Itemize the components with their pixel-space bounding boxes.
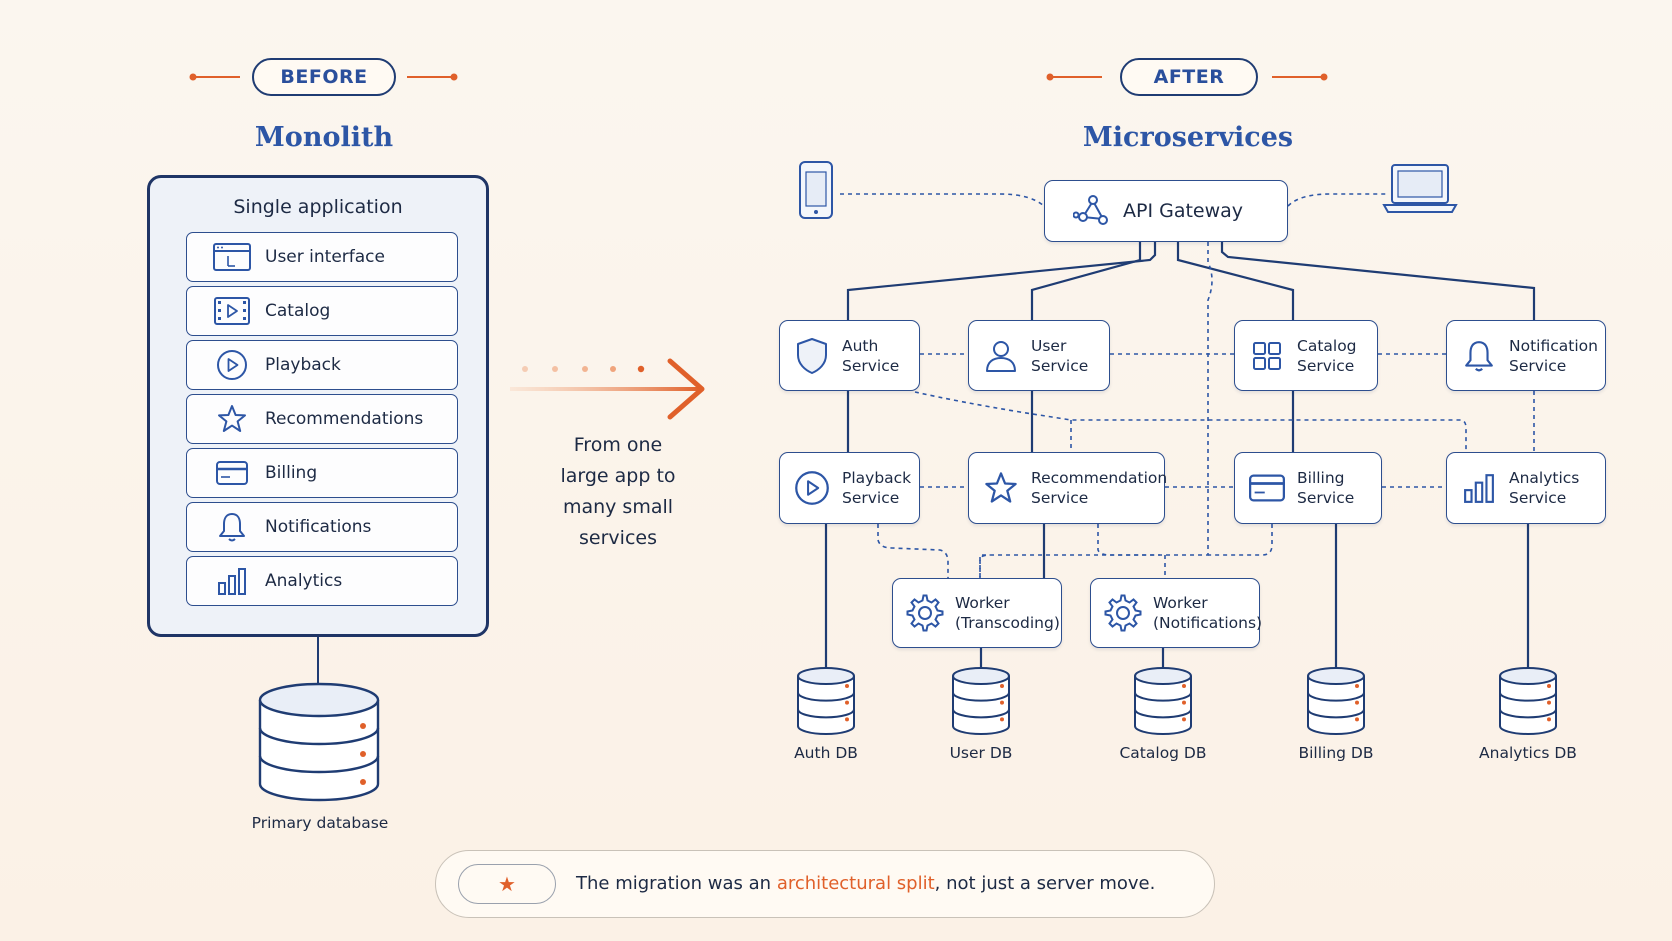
- bell-icon: [213, 512, 251, 542]
- module-billing: Billing: [186, 448, 458, 498]
- analytics-db-label: Analytics DB: [1479, 744, 1577, 762]
- module-user-interface: User interface: [186, 232, 458, 282]
- bell-icon: [1459, 336, 1499, 376]
- billing-db-label: Billing DB: [1298, 744, 1374, 762]
- transition-arrow: [510, 358, 705, 420]
- after-pill-decoration: [1046, 73, 1328, 81]
- gear-icon: [905, 593, 945, 633]
- star-icon: [213, 404, 251, 434]
- module-label: Billing: [265, 463, 318, 483]
- microservices-heading: Microservices: [1082, 122, 1294, 153]
- grid-icon: [1247, 336, 1287, 376]
- worker-transcoding: Worker (Transcoding): [892, 578, 1062, 648]
- billing-db-icon: [1307, 667, 1365, 735]
- transition-text: From one large app to many small service…: [538, 430, 698, 554]
- card-icon: [213, 458, 251, 488]
- window-icon: [213, 242, 251, 272]
- footer-prefix: The migration was an: [576, 873, 777, 894]
- service-label: Auth Service: [842, 336, 900, 375]
- module-label: User interface: [265, 247, 385, 267]
- notification-service: Notification Service: [1446, 320, 1606, 391]
- before-pill: BEFORE: [252, 58, 396, 96]
- star-icon: ★: [498, 872, 516, 896]
- service-label: Worker (Notifications): [1153, 594, 1263, 632]
- transition-line: many small: [562, 496, 674, 518]
- transition-line: From one: [573, 434, 663, 456]
- module-label: Analytics: [265, 571, 343, 591]
- module-analytics: Analytics: [186, 556, 458, 606]
- module-label: Catalog: [265, 301, 331, 321]
- film-icon: [213, 296, 251, 326]
- service-label: User Service: [1031, 336, 1089, 375]
- monolith-container: Single application User interface Catalo…: [147, 175, 489, 637]
- transition-line: services: [579, 527, 657, 549]
- module-recommendations: Recommendations: [186, 394, 458, 444]
- catalog-db-icon: [1134, 667, 1192, 735]
- user-icon: [981, 336, 1021, 376]
- before-pill-decoration: [189, 73, 458, 81]
- api-gateway: API Gateway: [1044, 180, 1288, 242]
- user-db-label: User DB: [949, 744, 1013, 762]
- laptop-icon: [1382, 164, 1458, 213]
- bar-chart-icon: [213, 566, 251, 596]
- auth-db-icon: [797, 667, 855, 735]
- transition-line: large app to: [560, 465, 676, 487]
- shield-icon: [792, 336, 832, 376]
- analytics-service: Analytics Service: [1446, 452, 1606, 524]
- star-badge: ★: [458, 864, 556, 904]
- primary-database-icon: [258, 682, 380, 802]
- recommendation-service: Recommendation Service: [968, 452, 1168, 524]
- footer-callout: ★ The migration was an architectural spl…: [435, 850, 1215, 918]
- auth-service: Auth Service: [779, 320, 920, 391]
- service-label: Billing Service: [1297, 469, 1355, 507]
- card-icon: [1247, 468, 1287, 508]
- after-pill: AFTER: [1120, 58, 1258, 96]
- footer-message: The migration was an architectural split…: [576, 873, 1155, 894]
- analytics-db-icon: [1499, 667, 1557, 735]
- monolith-title: Single application: [233, 196, 403, 218]
- module-playback: Playback: [186, 340, 458, 390]
- billing-service: Billing Service: [1234, 452, 1382, 524]
- footer-suffix: , not just a server move.: [934, 873, 1156, 894]
- worker-notifications: Worker (Notifications): [1090, 578, 1263, 648]
- user-service: User Service: [968, 320, 1110, 391]
- user-db-icon: [952, 667, 1010, 735]
- service-label: Worker (Transcoding): [955, 594, 1060, 632]
- playback-service: Playback Service: [779, 452, 920, 524]
- play-icon: [792, 468, 832, 508]
- star-icon: [981, 468, 1021, 508]
- module-label: Recommendations: [265, 409, 424, 429]
- service-label: Recommendation Service: [1031, 469, 1168, 507]
- primary-database-label: Primary database: [251, 814, 389, 832]
- service-label: Notification Service: [1509, 336, 1598, 375]
- service-label: Catalog Service: [1297, 336, 1357, 375]
- phone-icon: [799, 161, 833, 219]
- gateway-label: API Gateway: [1123, 200, 1244, 222]
- bar-chart-icon: [1459, 468, 1499, 508]
- network-icon: [1073, 191, 1113, 231]
- auth-db-label: Auth DB: [794, 744, 858, 762]
- module-notifications: Notifications: [186, 502, 458, 552]
- service-label: Analytics Service: [1509, 469, 1580, 507]
- module-label: Playback: [265, 355, 341, 375]
- module-label: Notifications: [265, 517, 372, 537]
- monolith-heading: Monolith: [254, 122, 394, 153]
- catalog-service: Catalog Service: [1234, 320, 1378, 391]
- footer-highlight: architectural split: [776, 873, 935, 894]
- play-icon: [213, 350, 251, 380]
- service-label: Playback Service: [842, 469, 912, 507]
- module-catalog: Catalog: [186, 286, 458, 336]
- catalog-db-label: Catalog DB: [1119, 744, 1207, 762]
- gear-icon: [1103, 593, 1143, 633]
